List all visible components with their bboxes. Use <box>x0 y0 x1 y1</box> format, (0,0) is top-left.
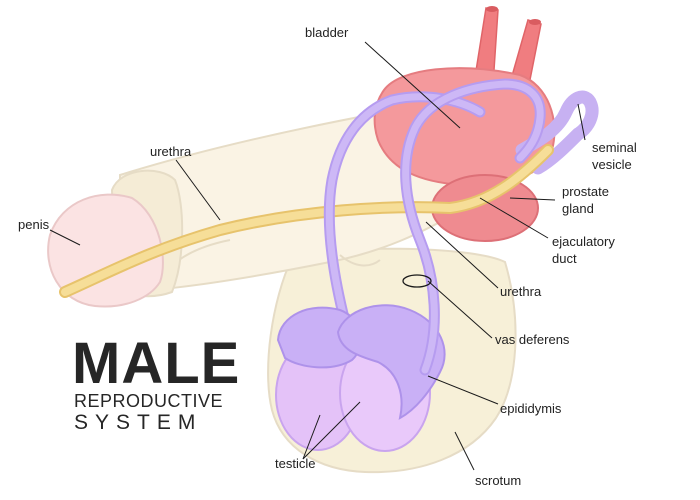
leader-urethra-right <box>425 221 499 289</box>
label-ejaculatory-1: ejaculatory <box>552 234 615 249</box>
leader-ejaculatory-duct <box>479 197 549 239</box>
leader-vas-deferens <box>427 280 493 339</box>
leader-prostate <box>509 197 556 201</box>
leader-epididymis <box>427 375 499 405</box>
label-prostate-1: prostate <box>562 184 609 199</box>
epididymis-right <box>336 304 446 420</box>
label-urethra-left: urethra <box>150 144 192 159</box>
leader-seminal-vesicle <box>577 103 586 141</box>
shaft-crease <box>339 254 381 267</box>
label-bladder: bladder <box>305 25 349 40</box>
leader-bladder <box>364 41 461 129</box>
vessel-opening-left <box>486 6 498 12</box>
label-vas-deferens: vas deferens <box>495 332 570 347</box>
label-seminal-vesicle-1: seminal <box>592 140 637 155</box>
label-urethra-right: urethra <box>500 284 542 299</box>
title-line2: REPRODUCTIVE <box>74 391 224 411</box>
title-main: MALE <box>72 331 241 396</box>
leader-penis <box>49 229 81 246</box>
leader-testicle-a <box>302 414 321 460</box>
vessel-opening-right <box>529 19 541 25</box>
seminal-vesicle-shape <box>515 90 599 175</box>
label-penis: penis <box>18 217 50 232</box>
leader-testicle-b <box>302 401 361 460</box>
leader-urethra-left <box>175 159 221 221</box>
vas-deferens-right-core <box>402 80 544 374</box>
vas-deferens-marker <box>402 274 432 288</box>
vas-deferens-left-core <box>325 93 484 326</box>
label-scrotum: scrotum <box>475 473 521 488</box>
label-epididymis: epididymis <box>500 401 562 416</box>
label-seminal-vesicle-2: vesicle <box>592 157 632 172</box>
label-prostate-2: gland <box>562 201 594 216</box>
label-ejaculatory-2: duct <box>552 251 577 266</box>
label-testicle: testicle <box>275 456 315 471</box>
title-line3: SYSTEM <box>74 411 203 434</box>
leader-scrotum <box>454 431 475 471</box>
